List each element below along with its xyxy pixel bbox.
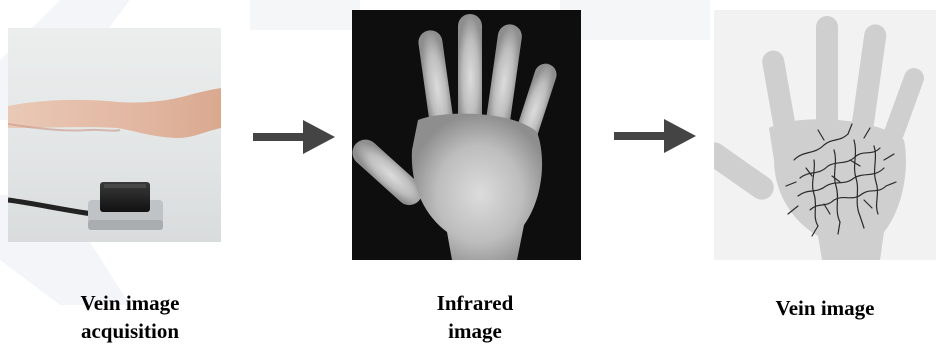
- infrared-image-panel: [352, 10, 581, 260]
- palm-scanner-photo-icon: [8, 28, 221, 242]
- infrared-hand-image-icon: [352, 10, 581, 260]
- vein-acquisition-photo: [8, 28, 221, 242]
- caption-vein-image: Vein image: [745, 294, 905, 322]
- hand-vein-diagram-icon: [714, 10, 936, 260]
- vein-image-panel: [714, 10, 936, 260]
- right-arrow-icon: [253, 120, 335, 154]
- caption-infrared-image: Infrared image: [395, 289, 555, 345]
- caption-line: Vein image: [55, 289, 205, 317]
- caption-vein-image-acquisition: Vein image acquisition: [55, 289, 205, 345]
- right-arrow-icon: [614, 119, 696, 153]
- caption-line: acquisition: [55, 317, 205, 345]
- caption-line: Infrared: [395, 289, 555, 317]
- caption-line: Vein image: [745, 294, 905, 322]
- caption-line: image: [395, 317, 555, 345]
